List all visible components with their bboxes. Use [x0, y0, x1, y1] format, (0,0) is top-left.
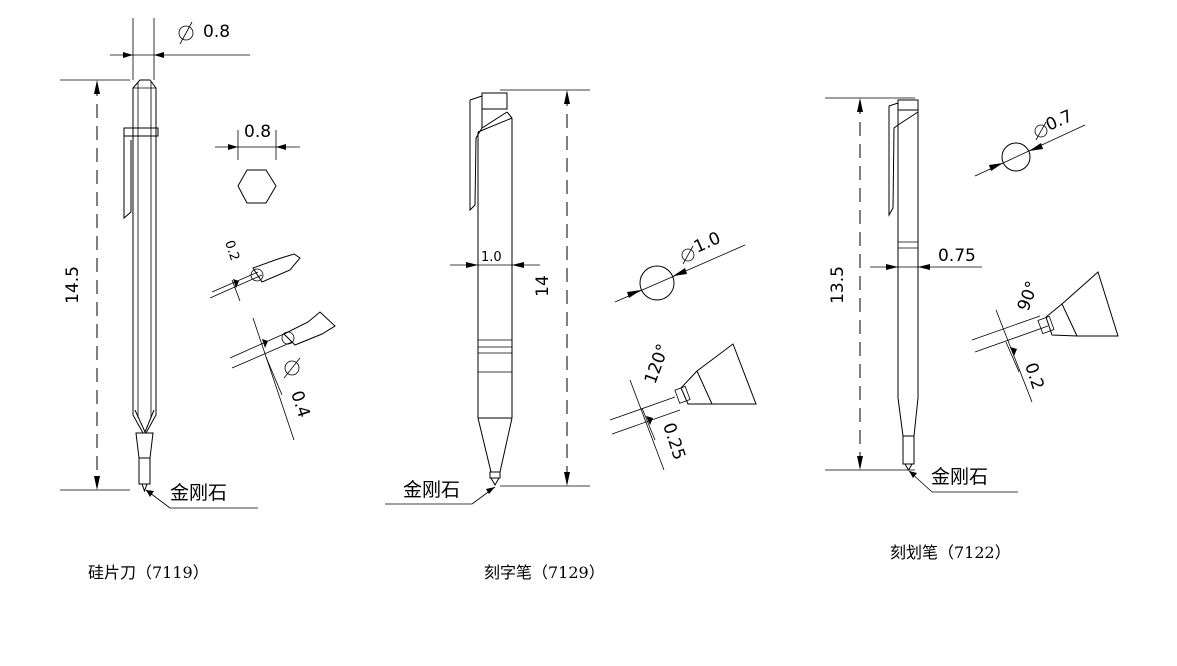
tip-label: 金刚石 — [931, 466, 988, 488]
tip-circle-section — [639, 265, 675, 301]
length-dimension: 14 — [533, 275, 553, 297]
tip-angle-value: 90° — [1014, 279, 1043, 314]
wafer-cutter-drawing: 0.8 14.5 0.8 — [60, 18, 336, 582]
engraving-pen-body — [469, 92, 513, 487]
scribing-pen-drawing: 13.5 0.75 0.7 — [825, 97, 1119, 562]
tip-detail-a — [209, 253, 301, 302]
scribing-pen-body — [888, 99, 919, 471]
tip-label: 金刚石 — [403, 479, 460, 501]
tip-label: 金刚石 — [170, 482, 227, 504]
tip-angle-detail — [609, 343, 757, 471]
tip-dim-b: 0.4 — [286, 388, 313, 420]
engraving-pen-drawing: 14 1.0 — [385, 89, 757, 582]
hex-width-value: 0.8 — [244, 122, 271, 142]
tip-circle-section — [1001, 142, 1031, 172]
circle-diameter-symbol — [1034, 121, 1048, 141]
tip-angle-detail — [971, 271, 1119, 403]
tool-caption: 刻划笔（7122） — [890, 543, 1011, 562]
body-width-value: 0.75 — [938, 246, 976, 266]
top-diameter-symbol — [178, 21, 194, 45]
hex-section — [237, 169, 277, 204]
body-width-value: 1.0 — [481, 250, 502, 265]
top-diameter-value: 0.8 — [203, 22, 230, 42]
tip-dim-a: 0.2 — [221, 239, 242, 263]
tip-detail-b — [229, 311, 336, 441]
tip-dim-value: 0.25 — [658, 420, 689, 462]
circle-diameter-symbol — [681, 245, 695, 265]
tool-caption: 硅片刀（7119） — [88, 563, 209, 582]
wafer-cutter-body — [123, 79, 159, 493]
tool-caption: 刻字笔（7129） — [484, 563, 605, 582]
length-dimension: 14.5 — [63, 266, 83, 304]
tip-angle-value: 120° — [641, 341, 674, 386]
length-dimension: 13.5 — [828, 266, 848, 304]
circle-diameter-value: 1.0 — [691, 228, 724, 257]
tip-dim-value: 0.2 — [1020, 360, 1047, 392]
